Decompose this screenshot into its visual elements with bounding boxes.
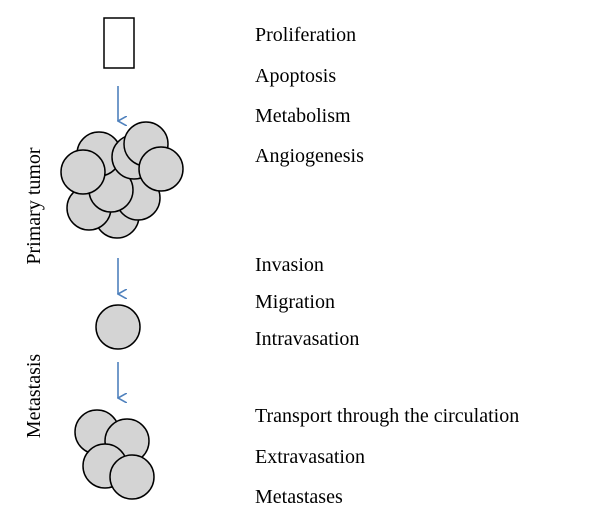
- stage3-label: Extravasation: [255, 446, 365, 468]
- stage1-label: Proliferation: [255, 24, 356, 46]
- stage2-label: Intravasation: [255, 328, 359, 350]
- metastasis-cluster: [74, 409, 155, 500]
- stage3-label: Metastases: [255, 486, 343, 508]
- stage1-label: Angiogenesis: [255, 145, 364, 167]
- primary-tumor-cluster: [60, 121, 184, 239]
- tumor-cell: [138, 146, 184, 192]
- side-label-metastasis: Metastasis: [23, 354, 45, 439]
- stage2-label: Migration: [255, 291, 335, 313]
- stage3-label-group: Transport through the circulation Extrav…: [255, 405, 519, 508]
- side-label-primary-tumor: Primary tumor: [23, 147, 45, 265]
- migrating-cell: [95, 304, 141, 350]
- stage2-label-group: Invasion Migration Intravasation: [255, 254, 359, 350]
- stage1-label: Metabolism: [255, 105, 351, 127]
- stage1-label-group: Proliferation Apoptosis Metabolism Angio…: [255, 24, 364, 167]
- stage2-label: Invasion: [255, 254, 324, 276]
- tumor-cell: [60, 149, 106, 195]
- stage3-label: Transport through the circulation: [255, 405, 519, 427]
- stage1-label: Apoptosis: [255, 65, 336, 87]
- tumor-cell: [109, 454, 155, 500]
- normal-cell: [103, 17, 135, 69]
